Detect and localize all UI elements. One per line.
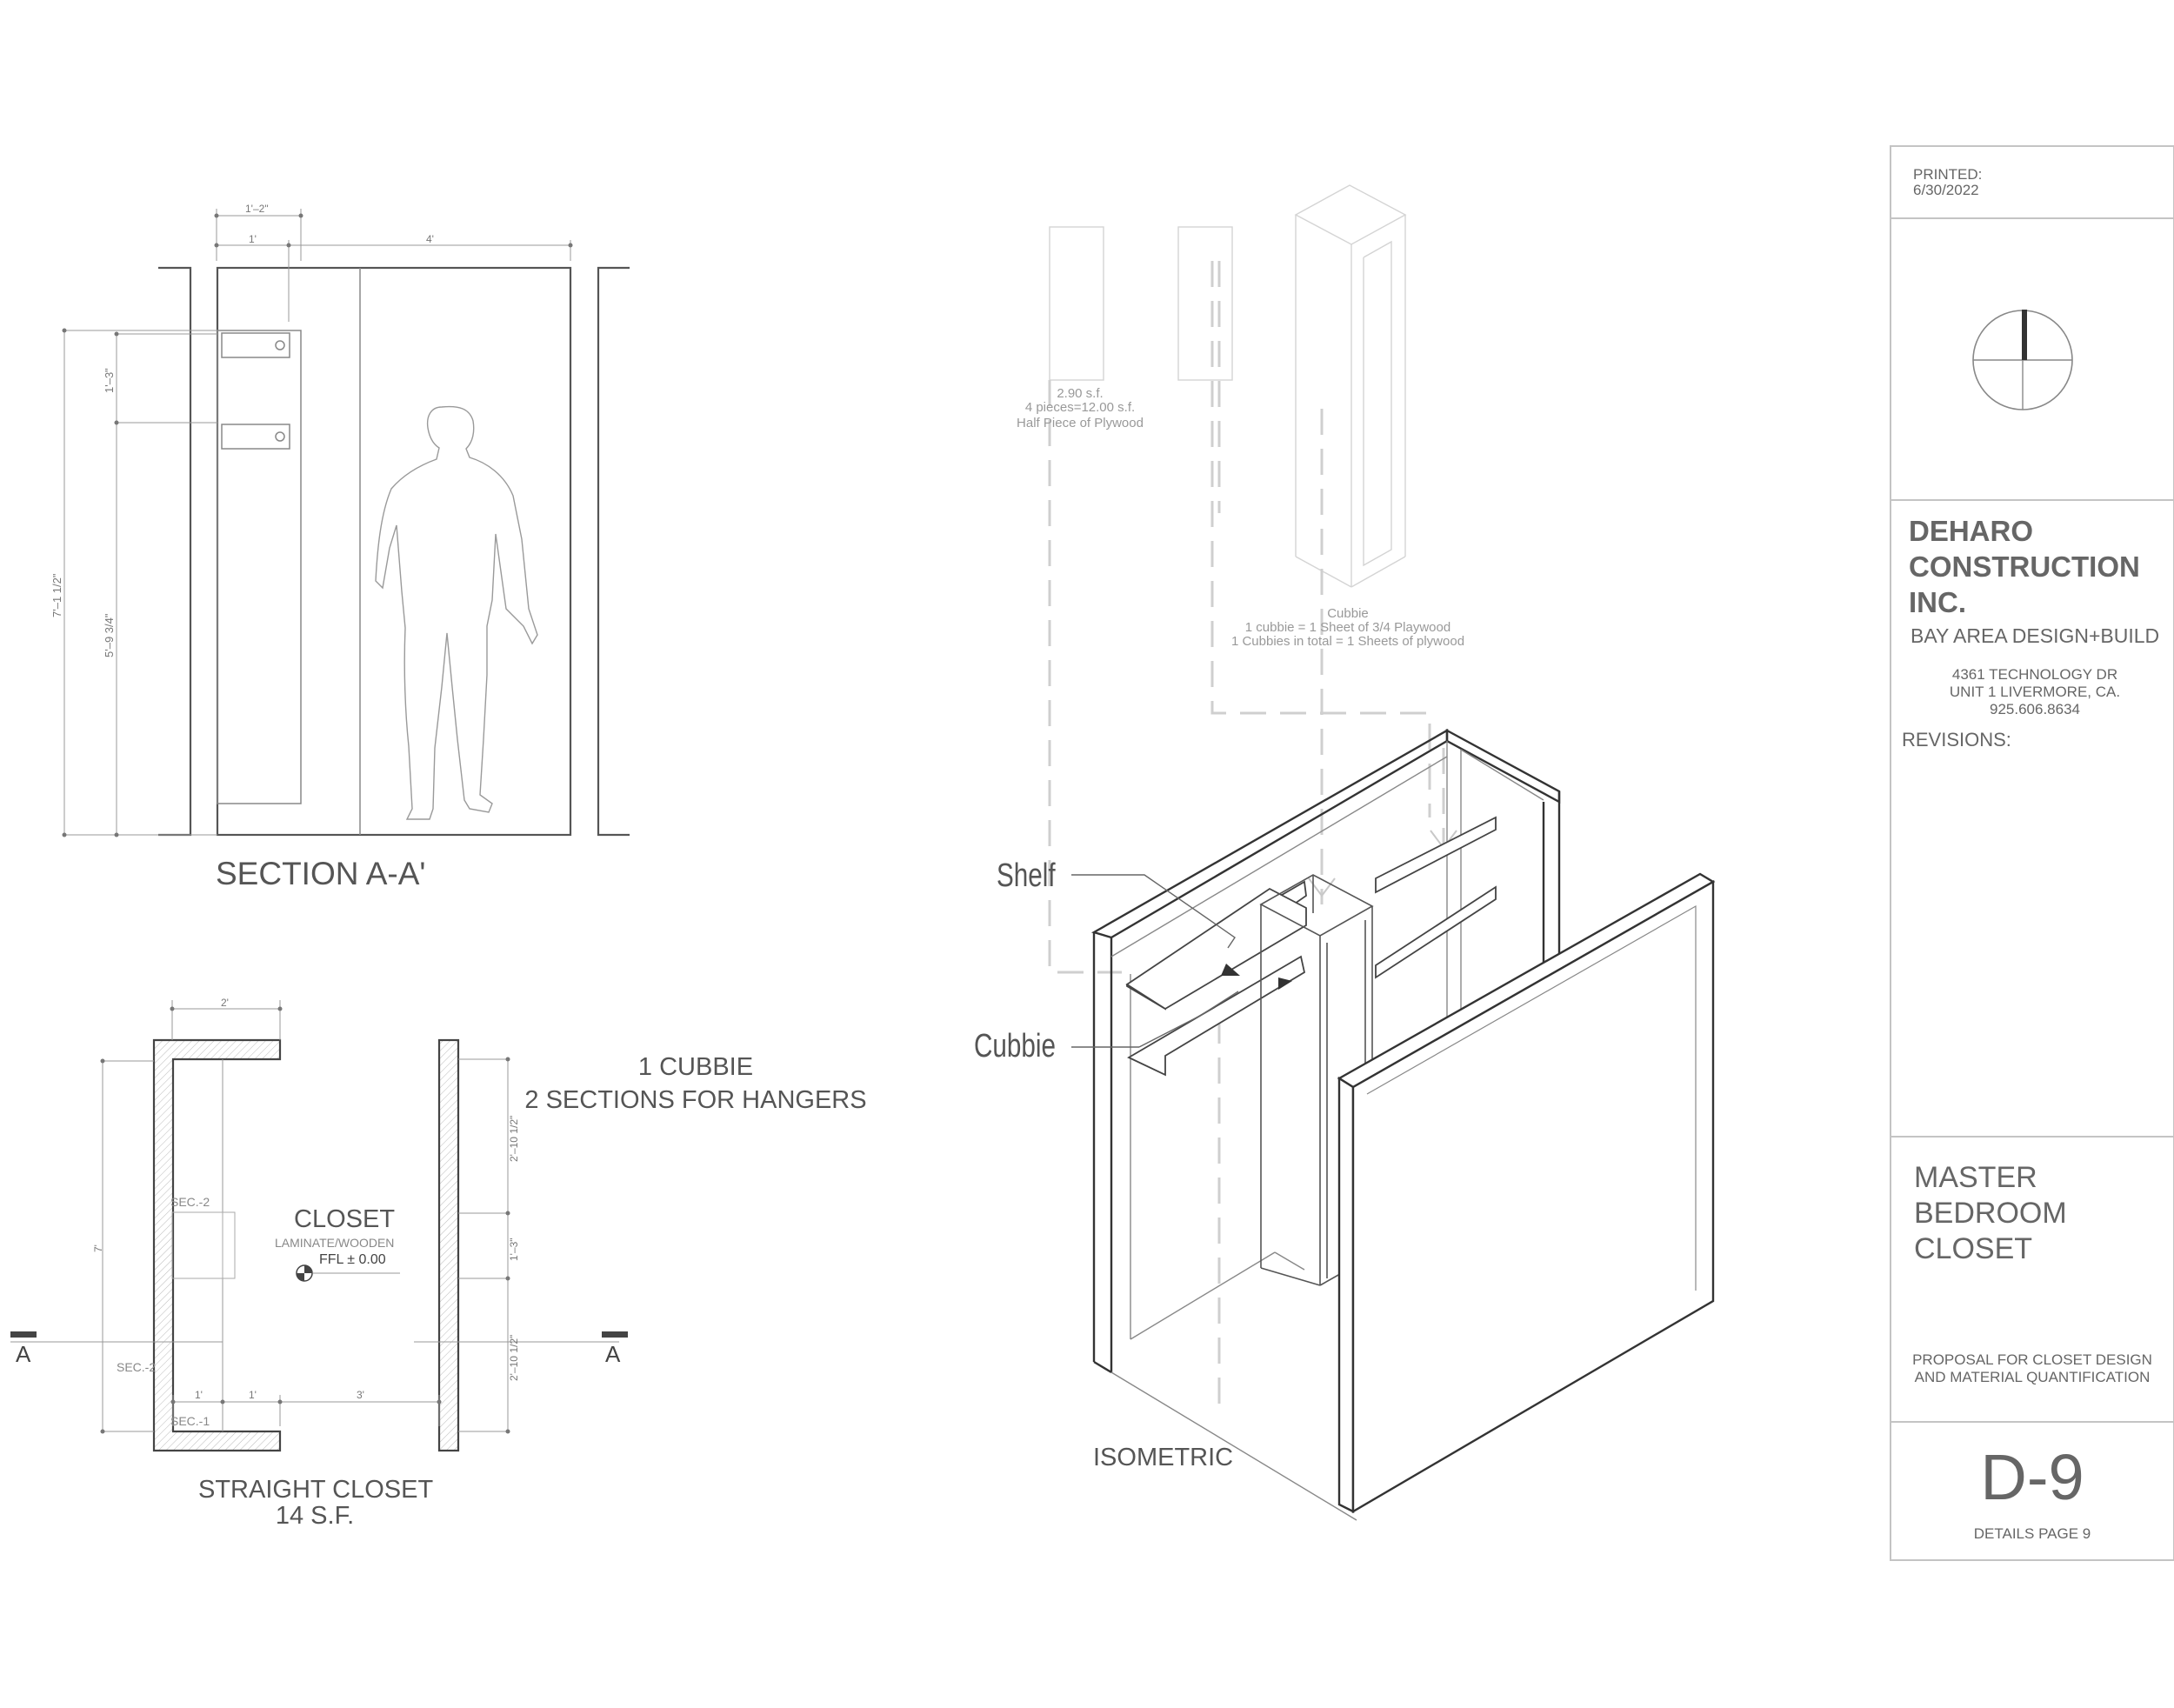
plan-dim-right-mid: 1'–3": [508, 1238, 520, 1261]
label-cubbie: Cubbie: [974, 1028, 1056, 1064]
title-block-divider: [1891, 1136, 2174, 1138]
company-line1: DEHARO: [1909, 515, 2034, 547]
plan-title: STRAIGHT CLOSET 14 S.F.: [198, 1476, 434, 1530]
cubbie-note-line2: 1 cubbie = 1 Sheet of 3/4 Playwood: [1244, 620, 1451, 635]
title-block-divider: [1891, 217, 2174, 219]
isometric-view: [1048, 184, 1716, 1521]
dim-height-overall: 7'–1 1/2": [50, 573, 63, 617]
notes-line1: 1 CUBBIE: [637, 1053, 754, 1081]
printed-date: 6/30/2022: [1913, 182, 1979, 198]
level-marker-icon: [296, 1264, 313, 1282]
cubbie-note-line3: 1 Cubbies in total = 1 Sheets of plywood: [1230, 634, 1465, 649]
isometric-title: ISOMETRIC: [1093, 1444, 1234, 1471]
room-finish: LAMINATE/WOODEN: [275, 1236, 395, 1250]
address-line1: 4361 TECHNOLOGY DR: [1951, 666, 2118, 683]
plywood-note-line2: 4 pieces=12.00 s.f.: [1024, 400, 1136, 415]
company-address: 4361 TECHNOLOGY DR UNIT 1 LIVERMORE, CA.…: [1931, 666, 2139, 718]
plan-title-line2: 14 S.F.: [275, 1502, 355, 1530]
plan-dim-right-bottom: 2'–10 1/2": [508, 1334, 520, 1381]
plan-dim-right-top: 2'–10 1/2": [508, 1115, 520, 1162]
cubbie-note-line1: Cubbie: [1327, 606, 1369, 621]
room-level: FFL ± 0.00: [319, 1252, 386, 1267]
human-figure-icon: [375, 405, 538, 820]
plan-view: [10, 1000, 628, 1452]
sheet-number: D-9: [1980, 1441, 2084, 1513]
dim-top-left: 1': [249, 233, 257, 245]
company-line3: INC.: [1909, 586, 1966, 618]
title-block-divider: [1891, 1421, 2174, 1423]
dim-top-total: 1'–2": [245, 203, 269, 215]
plan-dim-bottom-1: 1': [195, 1389, 203, 1401]
plan-label-sec2-top: SEC.-2: [170, 1195, 210, 1209]
revisions-label: REVISIONS:: [1902, 729, 2011, 751]
project-line1: MASTER: [1914, 1161, 2037, 1194]
title-block-divider: [1891, 499, 2174, 501]
label-shelf: Shelf: [997, 857, 1056, 894]
project-description: PROPOSAL FOR CLOSET DESIGN AND MATERIAL …: [1894, 1351, 2171, 1386]
project-name: MASTER BEDROOM CLOSET: [1914, 1160, 2067, 1267]
address-line2: UNIT 1 LIVERMORE, CA.: [1949, 684, 2121, 700]
company-tagline: BAY AREA DESIGN+BUILD: [1911, 624, 2160, 647]
company-line2: CONSTRUCTION: [1909, 550, 2140, 583]
project-line3: CLOSET: [1914, 1232, 2033, 1265]
description-line1: PROPOSAL FOR CLOSET DESIGN: [1912, 1351, 2152, 1368]
plan-label-sec1: SEC.-1: [170, 1414, 210, 1428]
notes-line2: 2 SECTIONS FOR HANGERS: [524, 1086, 867, 1114]
company-name: DEHARO CONSTRUCTION INC.: [1909, 513, 2140, 620]
printed-label: PRINTED: 6/30/2022: [1913, 167, 1982, 198]
description-line2: AND MATERIAL QUANTIFICATION: [1914, 1369, 2151, 1385]
dim-height-rod: 5'–9 3/4": [103, 613, 116, 657]
printed-label-text: PRINTED:: [1913, 166, 1983, 183]
section-title: SECTION A-A': [216, 856, 426, 891]
section-view: [62, 209, 630, 837]
company-phone: 925.606.8634: [1990, 701, 2080, 717]
section-mark-right: A: [605, 1341, 621, 1367]
plan-dim-top: 2': [221, 997, 229, 1009]
section-mark-left: A: [16, 1341, 31, 1367]
dim-shelf-spacing: 1'–3": [103, 368, 116, 393]
cubbie-note: Cubbie 1 cubbie = 1 Sheet of 3/4 Playwoo…: [1200, 607, 1496, 649]
notes: 1 CUBBIE 2 SECTIONS FOR HANGERS: [513, 1051, 878, 1117]
plan-label-sec2-bottom: SEC.-2: [117, 1360, 157, 1374]
title-block: [1890, 145, 2174, 1561]
plan-title-line1: STRAIGHT CLOSET: [198, 1476, 434, 1504]
plywood-note: 2.90 s.f. 4 pieces=12.00 s.f. Half Piece…: [984, 387, 1176, 430]
plywood-note-line1: 2.90 s.f.: [1057, 386, 1104, 401]
plan-dim-bottom-2: 1': [249, 1389, 257, 1401]
dim-top-right: 4': [426, 233, 434, 245]
north-arrow-icon: [1972, 310, 2073, 410]
plywood-note-line3: Half Piece of Plywood: [1017, 416, 1144, 430]
plan-dim-left: 7': [92, 1244, 104, 1252]
room-name: CLOSET: [294, 1205, 396, 1233]
plan-dim-bottom-3: 3': [357, 1389, 364, 1401]
project-line2: BEDROOM: [1914, 1197, 2067, 1230]
sheet-caption: DETAILS PAGE 9: [1973, 1525, 2091, 1542]
